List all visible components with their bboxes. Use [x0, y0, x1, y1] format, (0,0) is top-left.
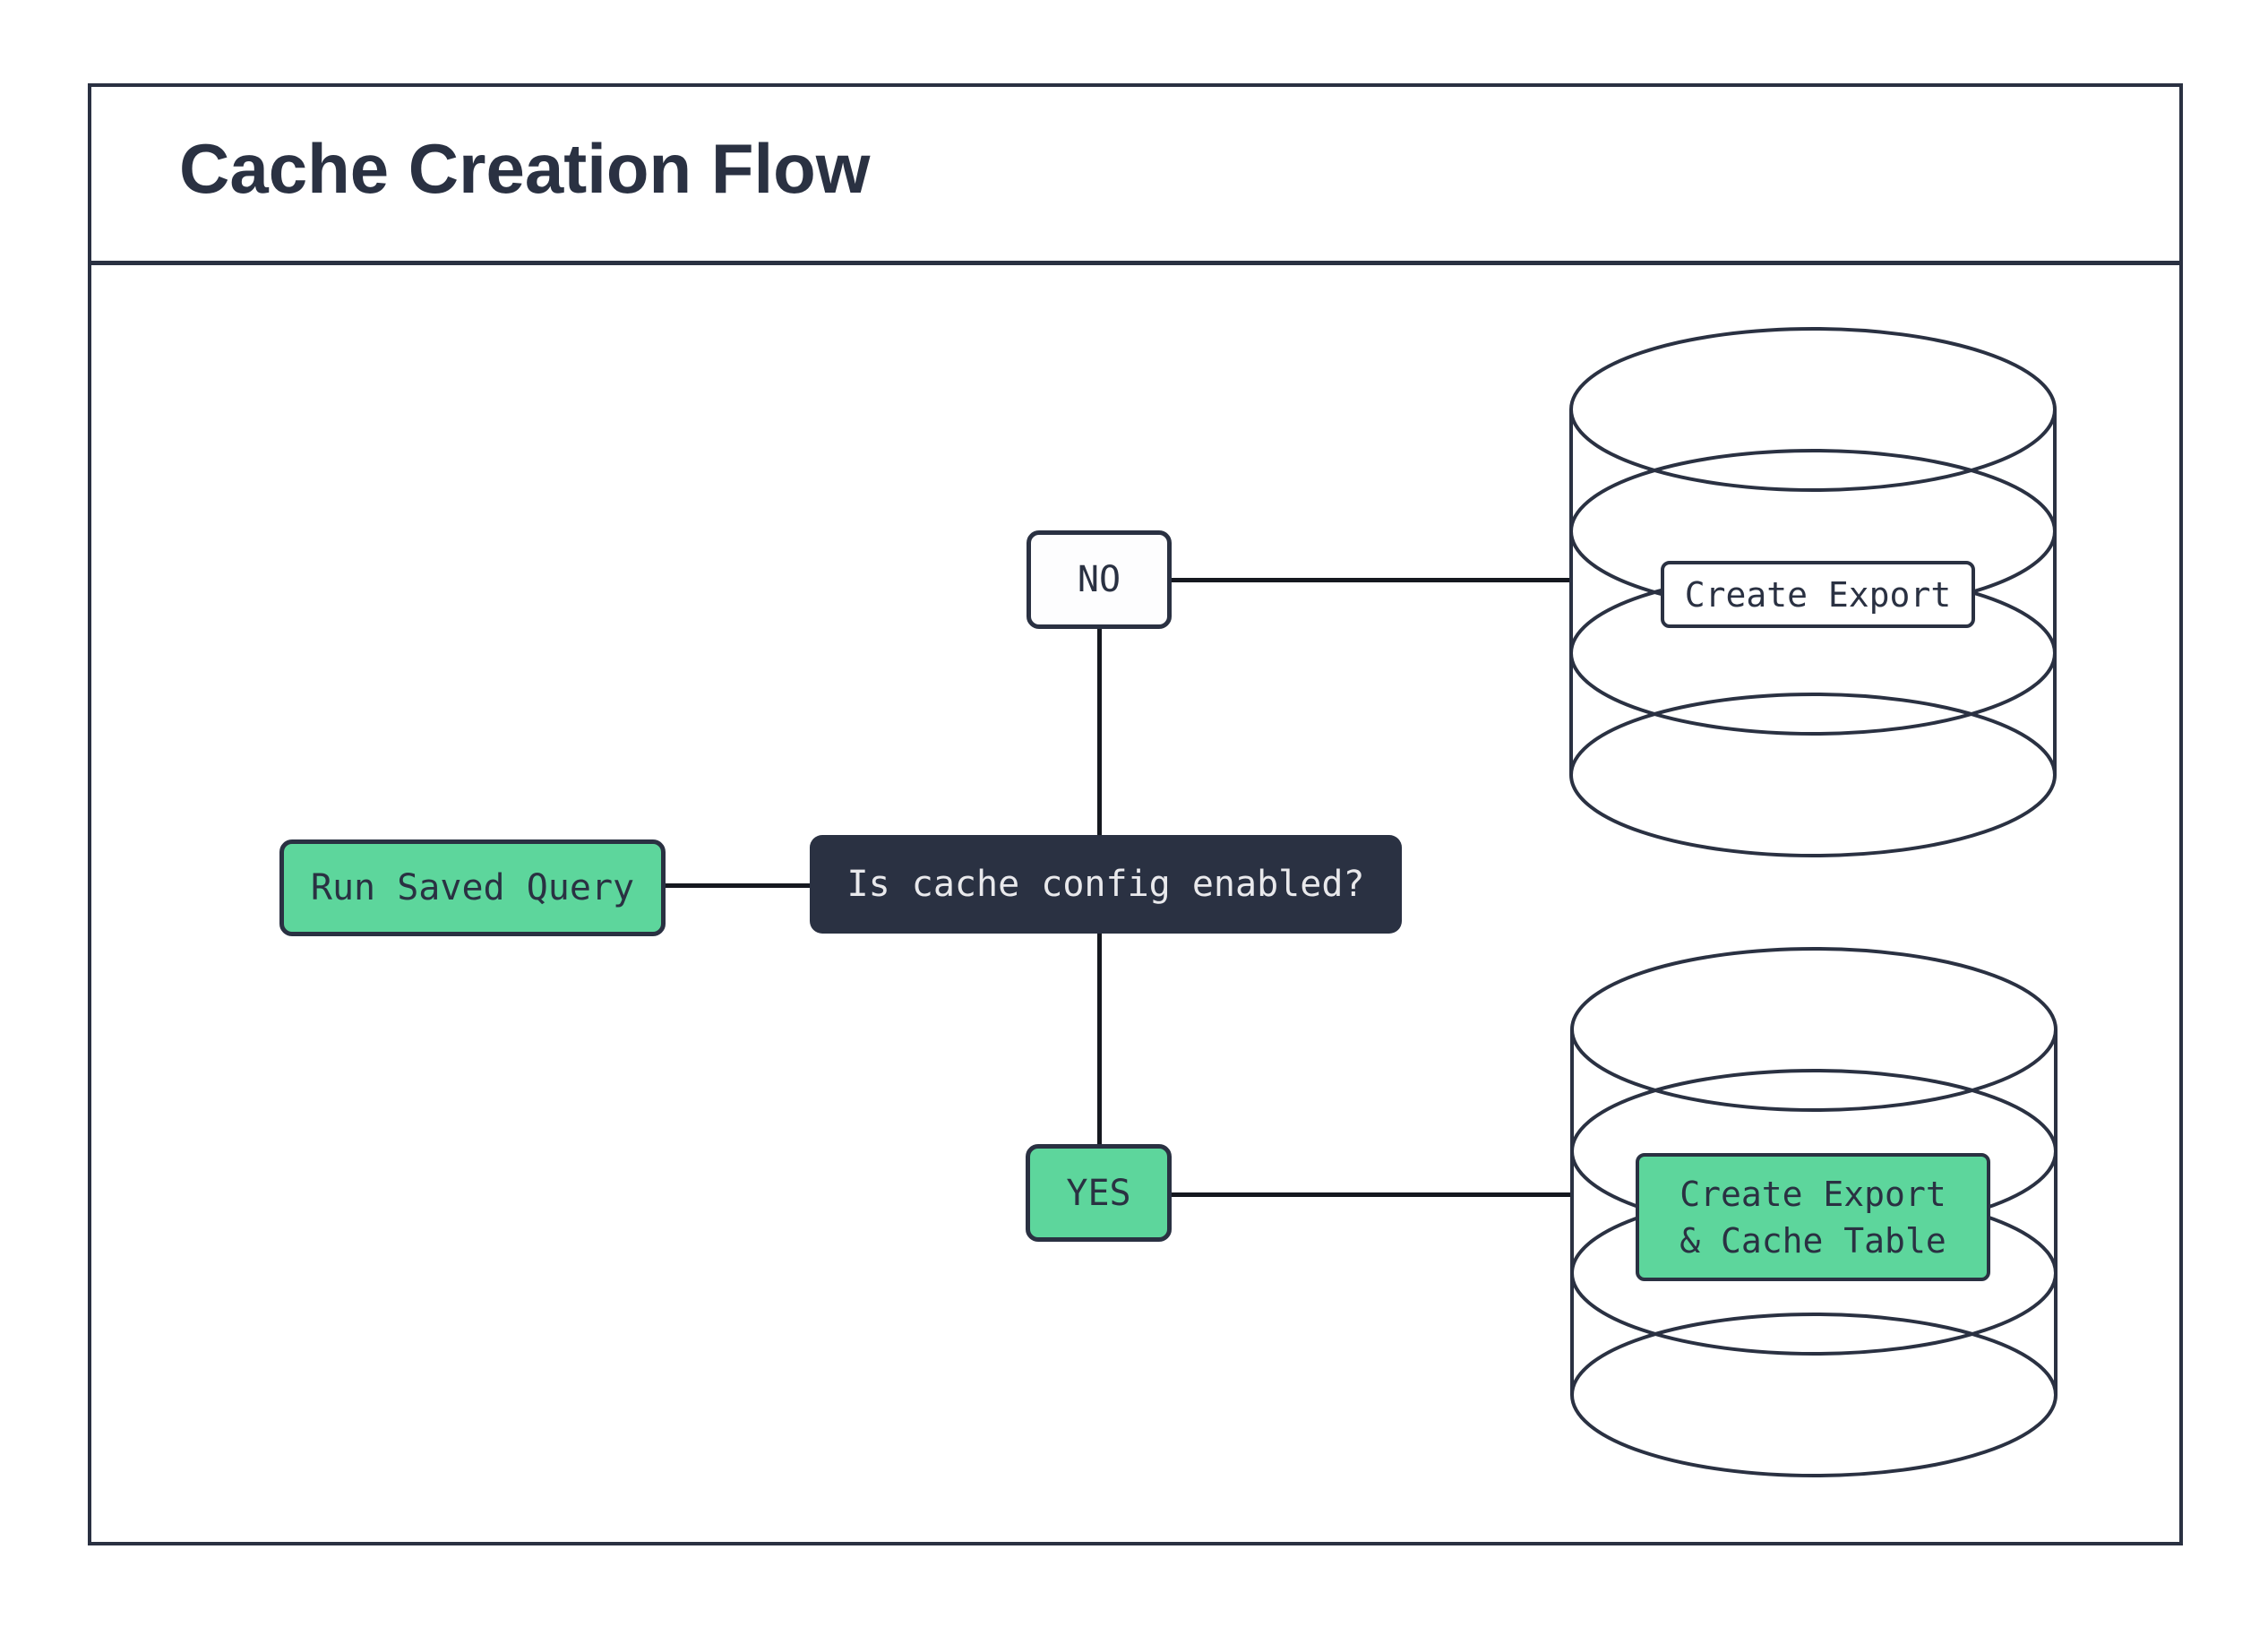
create-export-label: Create Export: [1684, 574, 1952, 615]
start-node-label: Run Saved Query: [310, 867, 635, 908]
branch-yes-label: YES: [1066, 1172, 1131, 1214]
create-export-cache-node: Create Export & Cache Table: [1636, 1153, 1990, 1281]
branch-yes-node: YES: [1026, 1144, 1172, 1242]
connector-decision-no: [1097, 628, 1102, 837]
decision-node: Is cache config enabled?: [810, 835, 1402, 934]
connector-no-database: [1172, 578, 1569, 582]
connector-decision-yes: [1097, 932, 1102, 1146]
flowchart-frame: [88, 83, 2183, 1545]
branch-no-label: NO: [1077, 559, 1121, 600]
create-export-cache-line1: Create Export: [1680, 1174, 1946, 1214]
branch-no-node: NO: [1027, 530, 1172, 629]
title-divider: [88, 261, 2183, 265]
connector-yes-database: [1172, 1192, 1570, 1197]
decision-node-label: Is cache config enabled?: [846, 864, 1365, 905]
start-node: Run Saved Query: [279, 839, 666, 936]
create-export-cache-line2: & Cache Table: [1680, 1220, 1946, 1261]
page-title: Cache Creation Flow: [179, 129, 871, 208]
create-export-node: Create Export: [1661, 561, 1975, 628]
connector-start-decision: [666, 883, 812, 888]
